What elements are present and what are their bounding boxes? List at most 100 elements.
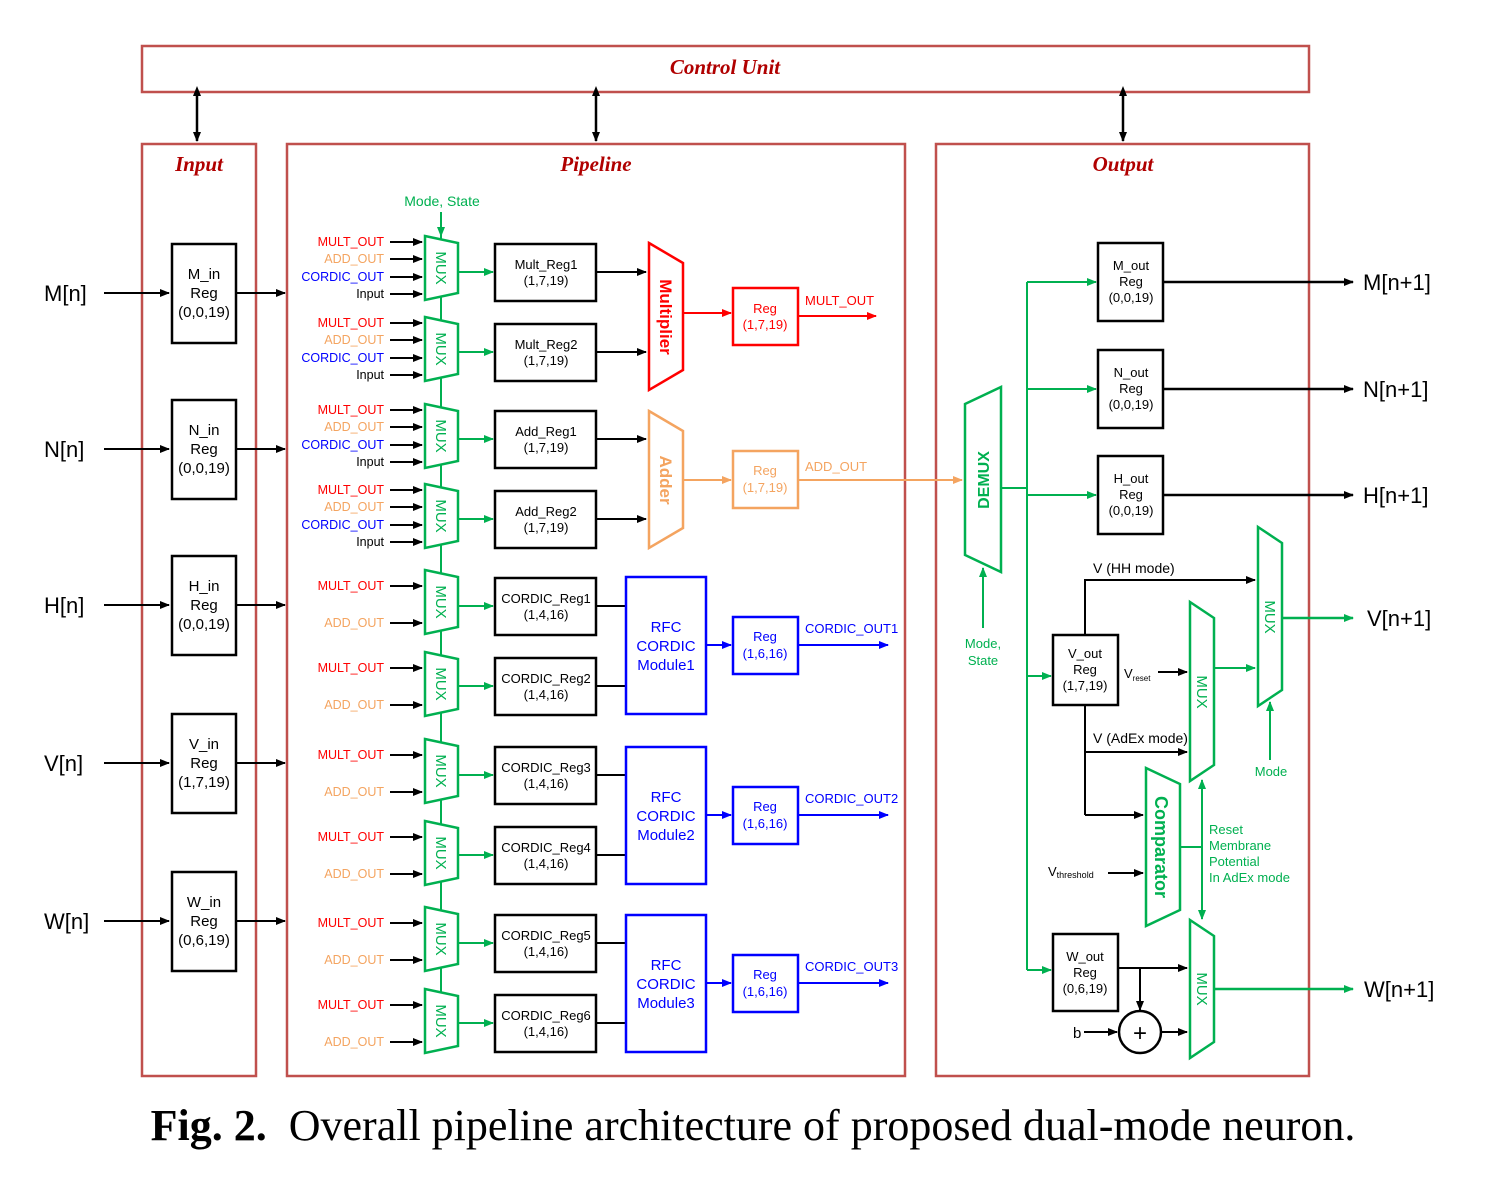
- pipeline-register-name: Add_Reg2: [515, 504, 576, 519]
- cordic-out-label: CORDIC_OUT3: [805, 959, 898, 974]
- pipeline-register: [493, 489, 598, 550]
- figure-number: Fig. 2.: [150, 1101, 267, 1150]
- output-section: [934, 142, 1311, 1078]
- mux-input-label: MULT_OUT: [318, 661, 385, 675]
- input-register-reg: Reg: [190, 755, 218, 772]
- multiplier-label: Multiplier: [656, 279, 675, 355]
- v-mode-label: Mode: [1255, 764, 1288, 779]
- figure-caption-text: Overall pipeline architecture of propose…: [288, 1101, 1356, 1150]
- pipeline-mux-label: MUX: [432, 332, 449, 365]
- cordic-out-reg-name: Reg: [753, 629, 777, 644]
- pipeline-register-name: CORDIC_Reg4: [501, 840, 591, 855]
- pipeline-register: [493, 825, 598, 886]
- demux-state-label: State: [968, 653, 998, 668]
- pipeline-register-name: CORDIC_Reg6: [501, 1008, 591, 1023]
- pipeline-mux-label: MUX: [432, 836, 449, 869]
- mux-input-label: MULT_OUT: [318, 579, 385, 593]
- pipeline-mux: [423, 568, 460, 636]
- w-adder-plus: +: [1133, 1020, 1147, 1047]
- input-register-format: (0,0,19): [178, 616, 230, 633]
- input-register-name: H_in: [189, 578, 220, 595]
- output-signal-label: H[n+1]: [1363, 483, 1428, 508]
- pipeline-mux: [423, 905, 460, 973]
- input-register-reg: Reg: [190, 913, 218, 930]
- w-mux: [1188, 917, 1216, 1061]
- output-register-format: (0,0,19): [1109, 290, 1154, 305]
- mux-input-label: ADD_OUT: [324, 420, 384, 434]
- demux-label: DEMUX: [976, 451, 993, 509]
- pipeline-mux-label: MUX: [432, 922, 449, 955]
- comparator-label: Comparator: [1151, 796, 1171, 898]
- demux: [963, 385, 1003, 574]
- reset-note-4: In AdEx mode: [1209, 870, 1290, 885]
- input-signal-label: N[n]: [44, 437, 84, 462]
- pipeline-register-format: (1,7,19): [524, 440, 569, 455]
- pipeline-register-format: (1,4,16): [524, 944, 569, 959]
- input-registers: M[n]M_inReg(0,0,19)N[n]N_inReg(0,0,19)H[…: [44, 242, 286, 973]
- adder-label: Adder: [656, 455, 675, 505]
- mult-out-reg-fmt: (1,7,19): [743, 317, 788, 332]
- v-hh-path: [1084, 576, 1256, 635]
- reset-note: Reset Membrane Potential In AdEx mode: [1209, 822, 1290, 885]
- mux-input-label: ADD_OUT: [324, 785, 384, 799]
- pipeline-mux-label: MUX: [432, 754, 449, 787]
- w-out-reg: [1051, 932, 1120, 1013]
- input-register-format: (0,6,19): [178, 932, 230, 949]
- input-register-reg: Reg: [190, 441, 218, 458]
- pipeline-register-name: CORDIC_Reg5: [501, 928, 591, 943]
- mult-out-label: MULT_OUT: [805, 293, 874, 308]
- adex-reset-mux: [1188, 599, 1216, 784]
- input-register-reg: Reg: [190, 285, 218, 302]
- mux-input-label: CORDIC_OUT: [301, 270, 384, 284]
- v-out-reg-name: V_out: [1068, 646, 1102, 661]
- input-register: [170, 554, 238, 657]
- pipeline-mux-label: MUX: [432, 667, 449, 700]
- input-register: [170, 712, 238, 815]
- cordic-module-label-1: RFC: [651, 619, 682, 636]
- input-section-title: Input: [174, 152, 224, 176]
- pipeline-mux: [423, 819, 460, 887]
- v-out-signal: V[n+1]: [1367, 606, 1431, 631]
- cordic-modules: RFCCORDICModule1Reg(1,6,16)CORDIC_OUT1RF…: [624, 575, 898, 1054]
- pipeline-register: [493, 745, 598, 806]
- pipeline-mux: [423, 650, 460, 718]
- cordic-module: [624, 913, 708, 1054]
- v-out-reg: [1051, 633, 1120, 707]
- cordic-out-label: CORDIC_OUT1: [805, 621, 898, 636]
- cordic-module-label-1: RFC: [651, 789, 682, 806]
- input-signal-label: H[n]: [44, 593, 84, 618]
- pipeline-section-title: Pipeline: [559, 152, 631, 176]
- v-hh-label: V (HH mode): [1093, 560, 1175, 576]
- pipeline-mux-label: MUX: [432, 419, 449, 452]
- pipeline-register-name: Add_Reg1: [515, 424, 576, 439]
- cordic-module-label-2: CORDIC: [636, 638, 695, 655]
- pipeline-register-format: (1,7,19): [524, 273, 569, 288]
- comparator: [1144, 766, 1182, 928]
- w-out-signal: W[n+1]: [1364, 977, 1434, 1002]
- mux-input-label: ADD_OUT: [324, 500, 384, 514]
- output-register-name: H_out: [1114, 471, 1149, 486]
- mux-input-label: CORDIC_OUT: [301, 518, 384, 532]
- demux-mode-label: Mode,: [965, 636, 1001, 651]
- cordic-module-label-3: Module3: [637, 995, 695, 1012]
- mult-out-reg-name: Reg: [753, 301, 777, 316]
- pipeline-mux-label: MUX: [432, 585, 449, 618]
- cordic-out-reg: [731, 615, 800, 676]
- pipeline-register-format: (1,4,16): [524, 607, 569, 622]
- v-out-reg-reg: Reg: [1073, 662, 1097, 677]
- cordic-module: [624, 575, 708, 716]
- add-out-reg-fmt: (1,7,19): [743, 480, 788, 495]
- cordic-out-label: CORDIC_OUT2: [805, 791, 898, 806]
- reset-note-2: Membrane: [1209, 838, 1271, 853]
- w-out-reg-name: W_out: [1066, 949, 1104, 964]
- pipeline-register-format: (1,4,16): [524, 687, 569, 702]
- input-section: [140, 142, 258, 1078]
- output-register-reg: Reg: [1119, 381, 1143, 396]
- cordic-module-label-2: CORDIC: [636, 808, 695, 825]
- output-registers: M_outReg(0,0,19)M[n+1]N_outReg(0,0,19)N[…: [1027, 241, 1431, 536]
- mux-input-label: ADD_OUT: [324, 616, 384, 630]
- add-out-label: ADD_OUT: [805, 459, 867, 474]
- mux-input-label: MULT_OUT: [318, 316, 385, 330]
- mux-input-label: Input: [356, 287, 384, 301]
